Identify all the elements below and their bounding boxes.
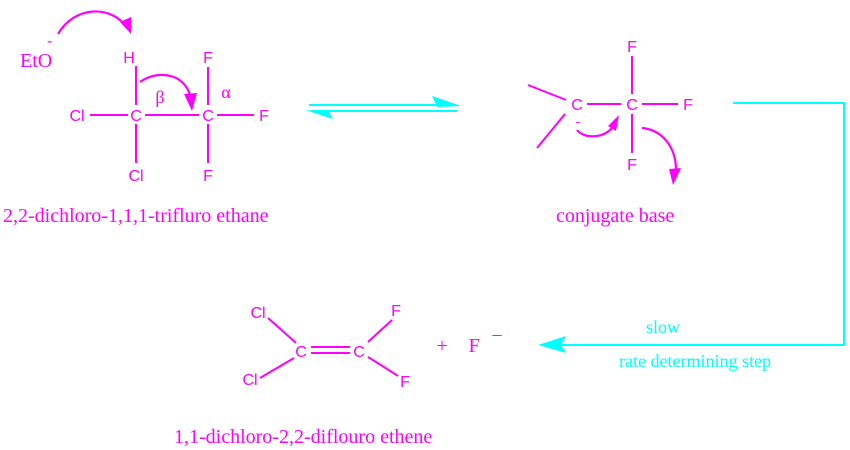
step-arrowhead-icon — [538, 336, 566, 353]
atom-cl-top: Cl — [250, 305, 265, 322]
atom-c-alpha: C — [202, 108, 214, 125]
atom-f-top: F — [391, 303, 401, 320]
bond-line — [536, 113, 566, 149]
reverse-arrowhead-icon — [305, 110, 333, 119]
reactant-molecule: EtO - H C Cl Cl C F F F β α — [3, 10, 269, 227]
atom-c-left: C — [295, 344, 307, 361]
bond-line — [267, 317, 297, 344]
atom-h: H — [123, 50, 135, 67]
plus-sign: + — [436, 335, 447, 357]
atom-f-right: F — [683, 97, 693, 114]
step-label-rds: rate determining step — [619, 351, 771, 371]
atom-cl-bottom: Cl — [242, 372, 257, 389]
rate-determining-arrow: slow rate determining step — [538, 102, 845, 371]
atom-f-bottom: F — [203, 168, 213, 185]
bond-line — [367, 356, 399, 377]
atom-c-carbanion: C — [571, 97, 583, 114]
bond-line — [367, 319, 393, 343]
atom-f-top: F — [203, 50, 213, 67]
fluoride-charge: − — [491, 325, 502, 347]
fluoride-ion: F — [468, 335, 479, 357]
atom-cl-bottom: Cl — [128, 168, 143, 185]
atom-cl-left: Cl — [69, 108, 84, 125]
bond-line — [259, 357, 295, 379]
atom-c-right: C — [353, 344, 365, 361]
atom-f-bottom: F — [400, 374, 410, 391]
atom-f-right: F — [259, 108, 269, 125]
curved-arrow-icon — [576, 124, 615, 138]
arrowhead-icon — [184, 93, 197, 111]
atom-f-top: F — [627, 39, 637, 56]
atom-c-beta: C — [130, 108, 142, 125]
curved-arrow-icon — [641, 126, 678, 171]
step-label-slow: slow — [646, 317, 680, 337]
curved-arrow-icon — [139, 73, 193, 101]
atom-f-bottom: F — [627, 157, 637, 174]
intermediate-name: conjugate base — [556, 205, 674, 227]
forward-arrowhead-icon — [432, 96, 461, 107]
reactant-name: 2,2-dichloro-1,1,1-trifluro ethane — [3, 205, 269, 227]
intermediate-molecule: C - C F F F conjugate base — [527, 39, 693, 227]
alpha-label: α — [221, 82, 231, 102]
product-name: 1,1-dichloro-2,2-diflouro ethene — [174, 426, 432, 448]
atom-c-cf3: C — [626, 97, 638, 114]
equilibrium-arrows — [305, 96, 461, 119]
beta-label: β — [155, 87, 164, 107]
step-arrow-line — [560, 102, 845, 346]
arrowhead-icon — [608, 115, 619, 131]
curved-arrow-icon — [57, 10, 128, 35]
bond-line — [527, 84, 567, 101]
arrowhead-icon — [669, 168, 681, 185]
product-molecule: Cl Cl C C F F + F − 1,1-dichloro-2,2-dif… — [174, 303, 503, 448]
arrowhead-icon — [120, 17, 131, 34]
ethoxide-charge: - — [47, 33, 52, 50]
carbanion-charge: - — [576, 113, 581, 129]
ethoxide-label: EtO — [20, 50, 52, 72]
